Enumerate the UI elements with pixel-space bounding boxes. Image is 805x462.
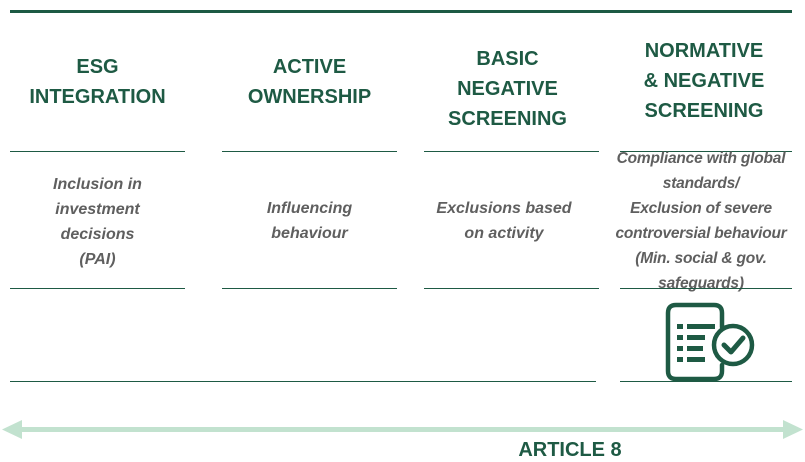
column-title-normative-negative-screening: NORMATIVE & NEGATIVE SCREENING bbox=[605, 36, 803, 126]
desc-line: standards/ bbox=[662, 175, 740, 192]
title-line: NEGATIVE bbox=[457, 78, 558, 100]
desc-line: on activity bbox=[464, 225, 544, 242]
desc-line: controversial behaviour bbox=[615, 225, 787, 242]
title-line: SCREENING bbox=[644, 100, 764, 122]
column-description-normative-negative-screening: Compliance with global standards/ Exclus… bbox=[597, 146, 805, 296]
title-line: NORMATIVE bbox=[644, 40, 764, 62]
desc-line: (Min. social & gov. bbox=[635, 250, 767, 267]
description-divider bbox=[620, 288, 792, 289]
column-description-active-ownership: Influencing behaviour bbox=[222, 196, 397, 246]
desc-line: Compliance with global bbox=[616, 150, 786, 167]
title-line: INTEGRATION bbox=[29, 86, 166, 108]
header-divider bbox=[424, 151, 599, 152]
header-divider bbox=[620, 151, 792, 152]
checklist-document-icon bbox=[665, 302, 755, 382]
column-description-esg-integration: Inclusion in investment decisions (PAI) bbox=[10, 172, 185, 272]
title-line: ACTIVE bbox=[272, 56, 347, 78]
desc-line: (PAI) bbox=[79, 251, 116, 268]
desc-line: Influencing bbox=[266, 200, 353, 217]
desc-line: safeguards) bbox=[658, 275, 744, 292]
column-title-esg-integration: ESG INTEGRATION bbox=[10, 52, 185, 112]
description-divider bbox=[10, 288, 185, 289]
desc-line: Inclusion in bbox=[53, 176, 142, 193]
title-line: & NEGATIVE bbox=[643, 70, 765, 92]
header-divider bbox=[222, 151, 397, 152]
desc-line: investment bbox=[55, 201, 140, 218]
column-description-basic-negative-screening: Exclusions based on activity bbox=[414, 196, 594, 246]
column-title-active-ownership: ACTIVE OWNERSHIP bbox=[222, 52, 397, 112]
bottom-divider bbox=[620, 381, 792, 382]
bottom-divider bbox=[10, 381, 596, 382]
description-divider bbox=[222, 288, 397, 289]
title-line: BASIC bbox=[476, 48, 539, 70]
title-line: ESG bbox=[76, 56, 119, 78]
desc-line: behaviour bbox=[271, 225, 348, 242]
desc-line: decisions bbox=[60, 226, 135, 243]
description-divider bbox=[424, 288, 599, 289]
top-rule bbox=[10, 10, 792, 13]
desc-line: Exclusions based bbox=[436, 200, 572, 217]
title-line: OWNERSHIP bbox=[247, 86, 372, 108]
title-line: SCREENING bbox=[448, 108, 567, 130]
column-title-basic-negative-screening: BASIC NEGATIVE SCREENING bbox=[420, 44, 595, 134]
footer-label: ARTICLE 8 bbox=[518, 439, 622, 461]
header-divider bbox=[10, 151, 185, 152]
double-arrow bbox=[2, 420, 803, 439]
desc-line: Exclusion of severe bbox=[630, 200, 772, 217]
